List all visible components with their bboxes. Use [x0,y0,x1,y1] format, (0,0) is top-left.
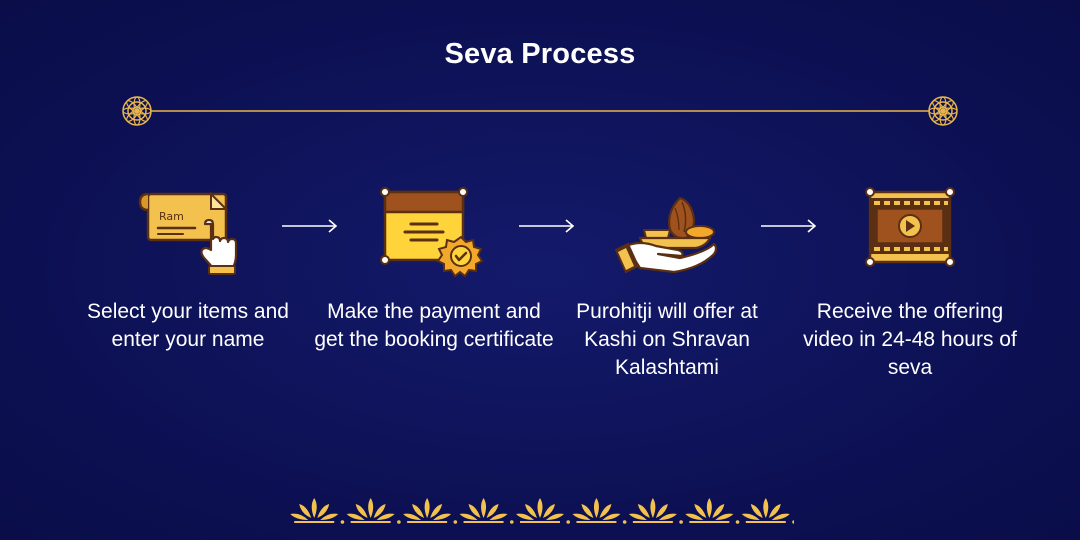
mandala-right-icon [928,96,958,126]
name-card-tap-icon: Ram [133,180,243,280]
arrow-right-icon [519,219,575,233]
svg-text:Ram: Ram [159,210,184,223]
title-divider [120,94,960,128]
certificate-badge-icon [375,180,485,280]
lotus-motif-icon [628,498,683,524]
lotus-motif-icon [290,498,345,524]
arrow-right-icon [282,219,338,233]
offering-hand-icon [612,180,722,280]
mandala-left-icon [122,96,152,126]
page-title: Seva Process [444,38,636,70]
lotus-motif-icon [346,498,401,524]
arrow-right-icon [761,219,817,233]
lotus-motif-icon [403,498,458,524]
lotus-motif-icon [741,498,796,524]
lotus-motif-icon [685,498,740,524]
video-film-icon [855,180,965,280]
lotus-motif-icon [459,498,514,524]
step-1-text: Select your items and enter your name [87,300,289,351]
process-steps: Ram [0,180,1080,420]
lotus-motif-icon [516,498,571,524]
lotus-motif-icon [572,498,627,524]
step-3-text: Purohitji will offer at Kashi on Shravan… [576,300,758,379]
step-2-text: Make the payment and get the booking cer… [314,300,554,351]
lotus-border-decoration [286,492,796,526]
step-4-text: Receive the offering video in 24-48 hour… [803,300,1017,379]
